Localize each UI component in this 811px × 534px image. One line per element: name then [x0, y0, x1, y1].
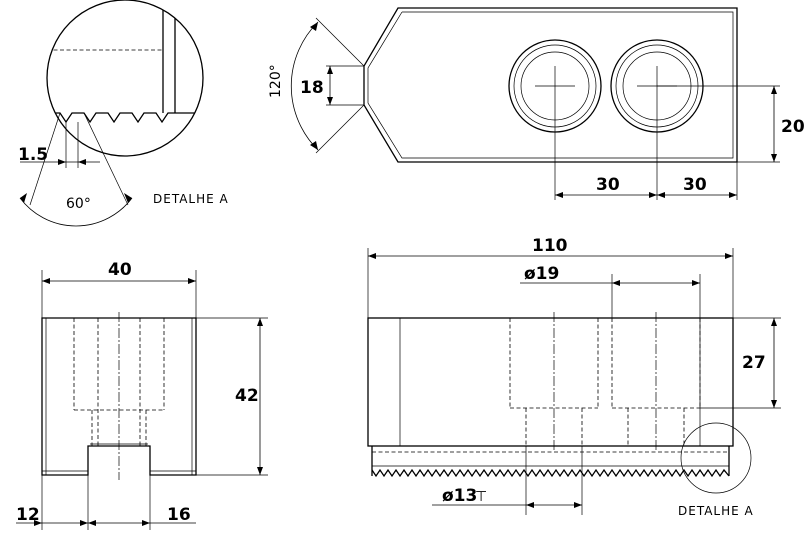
top-view: 30 30 20 18 120° [268, 7, 805, 200]
side-width-dimension: 40 [108, 260, 132, 280]
detail-a-callout-circle [680, 422, 752, 494]
tooth-angle-dimension: 60° [66, 196, 91, 212]
hole-diameter-dimension: ø13 [442, 486, 477, 506]
detail-a-label: DETALHE A [153, 192, 229, 206]
top-view-outline [363, 7, 738, 163]
bevel-width-dimension: 18 [300, 78, 324, 98]
bore-diameter-dimension: ø19 [524, 264, 559, 284]
slot-width-dimension: 16 [167, 505, 191, 525]
front-view: 110 ø19 27 ø13 ⊤ DETALHE A [367, 236, 781, 518]
hole-depth-symbol: ⊤ [475, 489, 487, 505]
hole-spacing-left: 30 [596, 175, 620, 195]
hole-spacing-right: 30 [683, 175, 707, 195]
counterbore-depth-dimension: 27 [742, 353, 766, 373]
detail-a-callout-label: DETALHE A [678, 504, 754, 518]
edge-offset-dimension: 20 [781, 117, 805, 137]
front-length-dimension: 110 [532, 236, 568, 256]
detail-teeth [47, 112, 203, 124]
side-view-outline [41, 317, 197, 476]
front-teeth [371, 468, 730, 478]
detail-a-circle [46, 0, 204, 157]
side-view: 40 42 12 16 [16, 260, 268, 530]
bevel-angle-dimension: 120° [268, 64, 284, 98]
side-height-dimension: 42 [235, 386, 259, 406]
detail-a-view: 1.5 60° DETALHE A [18, 0, 229, 227]
slot-offset-dimension: 12 [16, 505, 40, 525]
pitch-dimension: 1.5 [18, 145, 48, 165]
front-view-outline [367, 317, 734, 447]
